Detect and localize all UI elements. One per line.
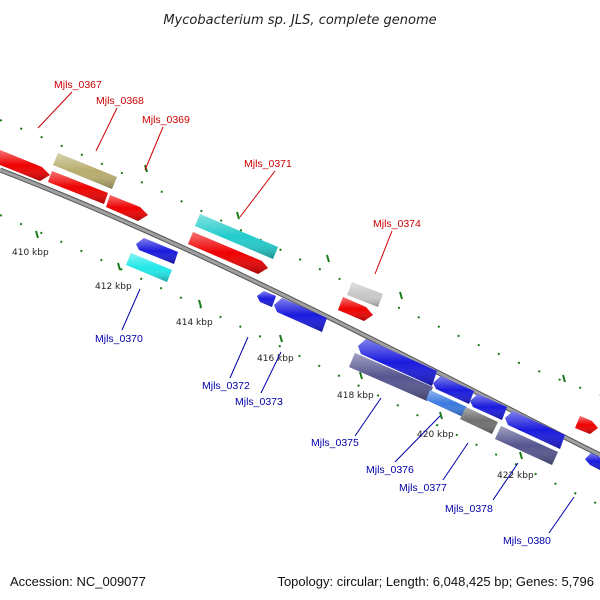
- tick-label: 420 kbp: [417, 430, 454, 440]
- gene-label: Mjls_0375: [311, 437, 359, 449]
- gene-label: Mjls_0380: [503, 535, 551, 547]
- reverse-strand-genes: [126, 238, 600, 470]
- gene-label: Mjls_0377: [399, 482, 447, 494]
- gene-label: Mjls_0376: [366, 464, 414, 476]
- tick-label: 414 kbp: [176, 318, 213, 328]
- gene-label: Mjls_0367: [54, 79, 102, 91]
- tick-label: 418 kbp: [337, 391, 374, 401]
- tick-marks: [35, 164, 566, 460]
- gene-label: Mjls_0371: [244, 158, 292, 170]
- gene-labels-reverse: Mjls_0370 Mjls_0372 Mjls_0373 Mjls_0375 …: [95, 333, 551, 547]
- outer-guide-track: [0, 119, 600, 396]
- genome-summary-text: Topology: circular; Length: 6,048,425 bp…: [277, 574, 594, 589]
- tick-label: 412 kbp: [95, 282, 132, 292]
- accession-text: Accession: NC_009077: [10, 574, 146, 589]
- forward-strand-genes: [0, 150, 598, 434]
- map-title: Mycobacterium sp. JLS, complete genome: [163, 13, 436, 28]
- gene-labels-forward: Mjls_0367 Mjls_0368 Mjls_0369 Mjls_0371 …: [54, 79, 421, 230]
- leader-lines-reverse: [121, 288, 575, 534]
- leader-lines-forward: [37, 91, 393, 275]
- gene-label: Mjls_0378: [445, 503, 493, 515]
- gene-label: Mjls_0370: [95, 333, 143, 345]
- tick-label: 422 kbp: [497, 471, 534, 481]
- gene-label: Mjls_0369: [142, 114, 190, 126]
- gene-label: Mjls_0373: [235, 396, 283, 408]
- tick-label: 410 kbp: [12, 248, 49, 258]
- tick-label: 416 kbp: [257, 354, 294, 364]
- gene-label: Mjls_0368: [96, 95, 144, 107]
- gene-label: Mjls_0374: [373, 218, 421, 230]
- gene-label: Mjls_0372: [202, 380, 250, 392]
- tick-labels: 410 kbp 412 kbp 414 kbp 416 kbp 418 kbp …: [12, 248, 534, 481]
